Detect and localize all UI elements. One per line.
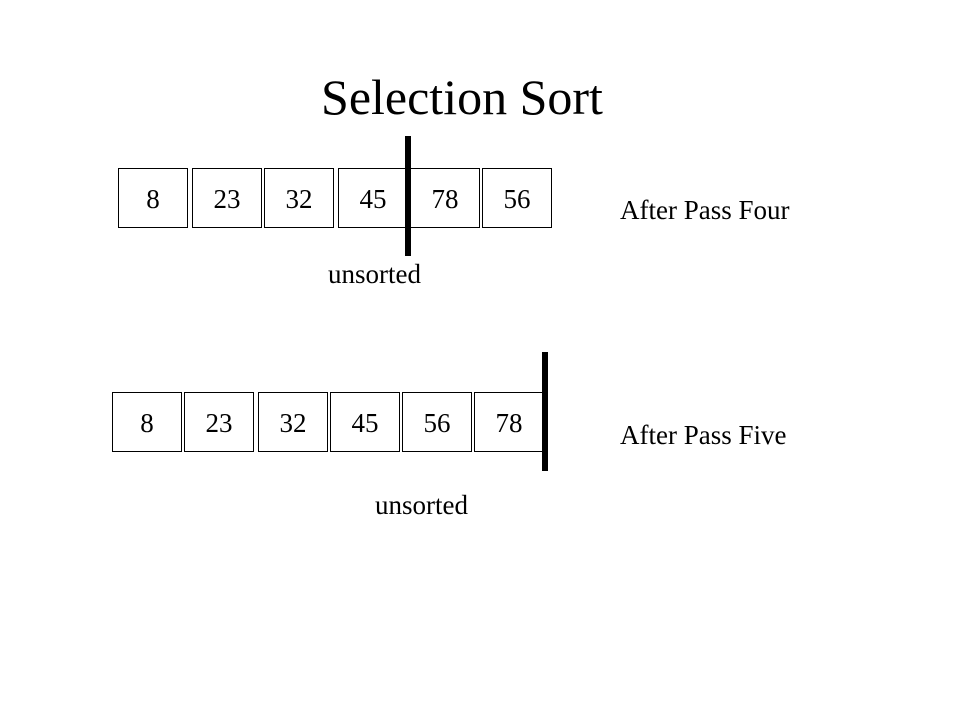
- array-cell: 45: [330, 392, 400, 452]
- array-cell: 8: [118, 168, 188, 228]
- array-cell: 32: [264, 168, 334, 228]
- array-cell: 8: [112, 392, 182, 452]
- pass-label: After Pass Five: [620, 420, 787, 450]
- array-cell: 23: [184, 392, 254, 452]
- unsorted-label: unsorted: [375, 490, 468, 520]
- sorted-boundary-line: [405, 136, 411, 256]
- sorted-boundary-line: [542, 352, 548, 471]
- array-cell: 56: [482, 168, 552, 228]
- array-cell: 45: [338, 168, 408, 228]
- slide-title: Selection Sort: [321, 69, 603, 125]
- array-cell: 32: [258, 392, 328, 452]
- array-cell: 56: [402, 392, 472, 452]
- unsorted-label: unsorted: [328, 259, 421, 289]
- array-cell: 78: [410, 168, 480, 228]
- pass-label: After Pass Four: [620, 195, 790, 225]
- array-cell: 23: [192, 168, 262, 228]
- array-cell: 78: [474, 392, 544, 452]
